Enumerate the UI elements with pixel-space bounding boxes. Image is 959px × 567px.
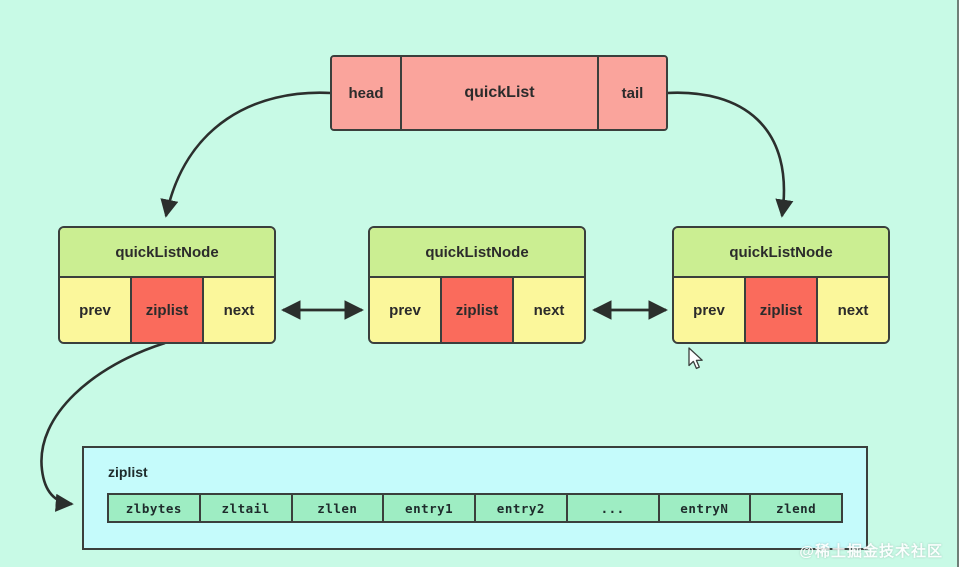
quicklistnode-2-ziplist-label: ziplist xyxy=(455,301,499,319)
ziplist-cell-zlbytes: zlbytes xyxy=(109,495,201,521)
quicklist-head-cell: head xyxy=(332,57,402,129)
ziplist-detail-panel: ziplist zlbytes zltail zllen entry1 entr… xyxy=(82,446,868,550)
quicklistnode-2-prev-label: prev xyxy=(389,301,421,319)
watermark: @稀土掘金技术社区 xyxy=(799,543,943,560)
quicklistnode-3-prev-cell: prev xyxy=(674,278,746,342)
quicklist-tail-cell: tail xyxy=(599,57,666,129)
quicklist-head-label: head xyxy=(348,84,384,102)
quicklist-center-cell: quickList xyxy=(402,57,599,129)
quicklistnode-1-fields: prev ziplist next xyxy=(60,278,274,342)
ziplist-cell-ellipsis: ... xyxy=(567,495,660,521)
ziplist-cell-row: zlbytes zltail zllen entry1 entry2 ... e… xyxy=(107,493,843,523)
tail-to-node3-arrow xyxy=(666,91,794,218)
quicklistnode-1-ziplist-cell: ziplist xyxy=(132,278,204,342)
quicklistnode-1-next-cell: next xyxy=(204,278,274,342)
quicklistnode-2-fields: prev ziplist next xyxy=(370,278,584,342)
quicklistnode-1-header-label: quickListNode xyxy=(115,243,219,261)
quicklist-tail-label: tail xyxy=(621,84,644,102)
quicklist-center-label: quickList xyxy=(464,84,535,101)
quicklistnode-1-ziplist-label: ziplist xyxy=(145,301,189,319)
mouse-cursor-icon xyxy=(688,347,703,370)
quicklistnode-1-next-label: next xyxy=(223,301,255,319)
quicklistnode-2: quickListNode prev ziplist next xyxy=(368,226,586,344)
quicklistnode-1: quickListNode prev ziplist next xyxy=(58,226,276,344)
quicklistnode-3-prev-label: prev xyxy=(693,301,725,319)
quicklistnode-1-header: quickListNode xyxy=(60,228,274,278)
quicklistnode-1-prev-cell: prev xyxy=(60,278,132,342)
quicklistnode-1-prev-label: prev xyxy=(79,301,111,319)
quicklistnode-2-next-label: next xyxy=(533,301,565,319)
ziplist-cell-zllen: zllen xyxy=(292,495,385,521)
ziplist-cell-zltail: zltail xyxy=(200,495,293,521)
quicklistnode-3-next-label: next xyxy=(837,301,869,319)
quicklistnode-3-header: quickListNode xyxy=(674,228,888,278)
quicklistnode-3-fields: prev ziplist next xyxy=(674,278,888,342)
quicklistnode-3: quickListNode prev ziplist next xyxy=(672,226,890,344)
quicklistnode-3-next-cell: next xyxy=(818,278,888,342)
quicklistnode-2-header-label: quickListNode xyxy=(425,243,529,261)
quicklistnode-3-header-label: quickListNode xyxy=(729,243,833,261)
quicklistnode-3-ziplist-cell: ziplist xyxy=(746,278,818,342)
ziplist-cell-entryn: entryN xyxy=(659,495,752,521)
ziplist-detail-title: ziplist xyxy=(108,464,148,480)
quicklistnode-2-next-cell: next xyxy=(514,278,584,342)
quicklistnode-3-ziplist-label: ziplist xyxy=(759,301,803,319)
ziplist-cell-entry1: entry1 xyxy=(384,495,476,521)
quicklistnode-2-ziplist-cell: ziplist xyxy=(442,278,514,342)
ziplist-cell-entry2: entry2 xyxy=(476,495,568,521)
quicklistnode-2-prev-cell: prev xyxy=(370,278,442,342)
head-to-node1-arrow xyxy=(160,91,332,218)
quicklist-box: head quickList tail xyxy=(330,55,668,131)
quicklistnode-2-header: quickListNode xyxy=(370,228,584,278)
ziplist-cell-zlend: zlend xyxy=(751,495,841,521)
